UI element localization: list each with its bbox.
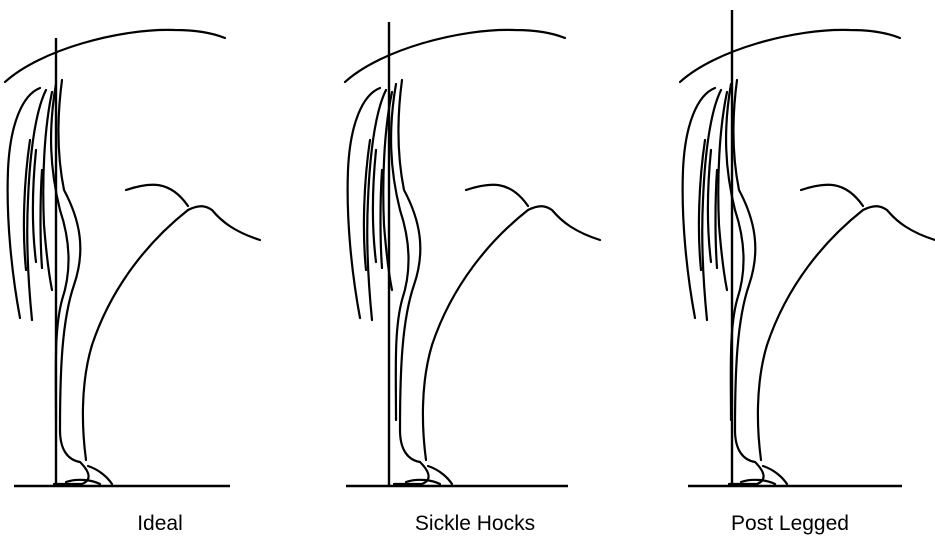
ideal-caption: Ideal: [40, 512, 280, 536]
post-legged-panel: [680, 10, 935, 486]
ideal-panel: [5, 30, 260, 486]
sickle-hocks-panel: [345, 22, 600, 486]
post-legged-caption: Post Legged: [670, 512, 910, 536]
sickle-hocks-caption: Sickle Hocks: [355, 512, 595, 536]
